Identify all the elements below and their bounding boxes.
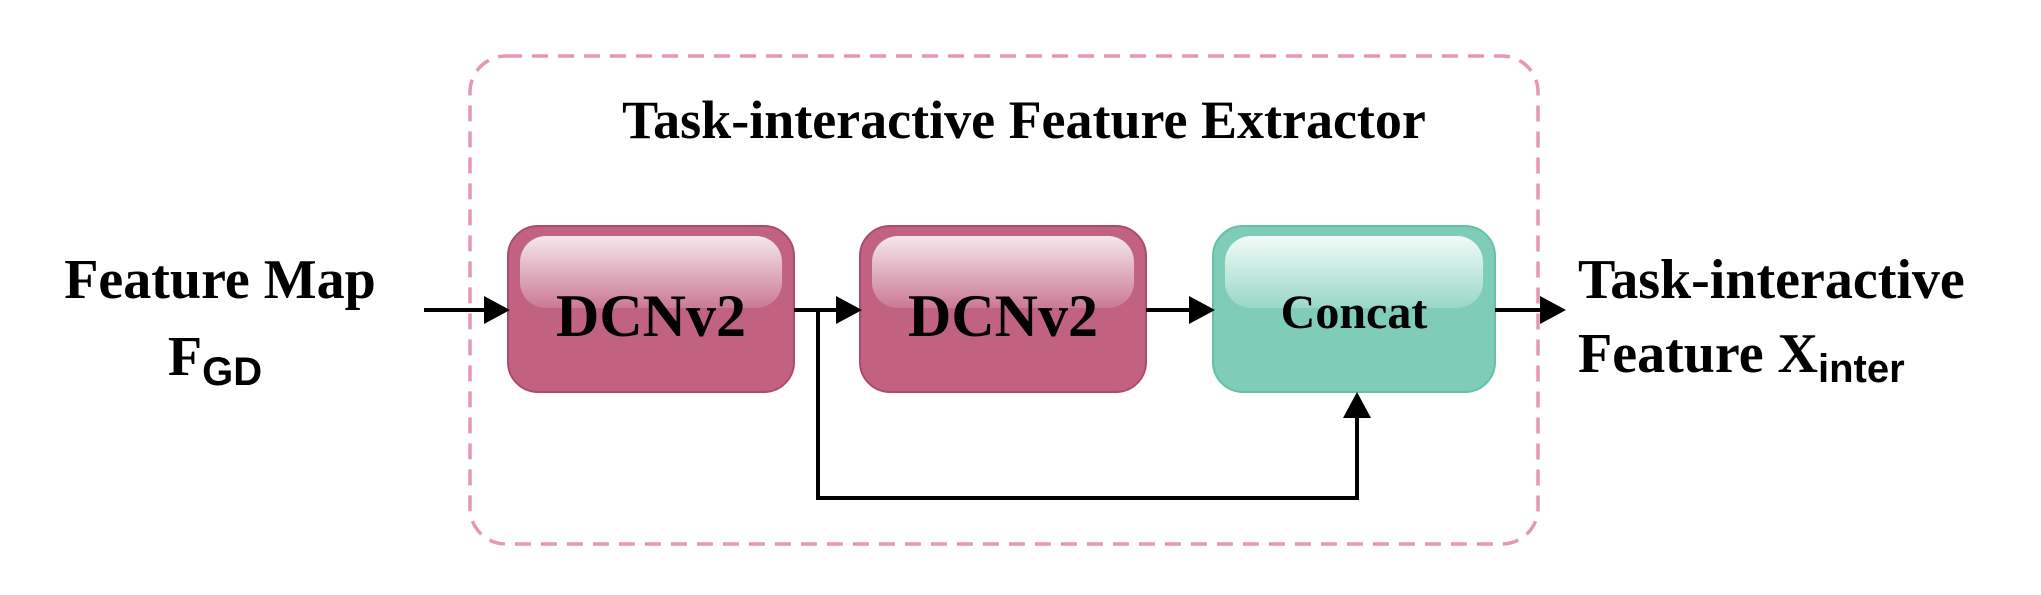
output-subscript: inter [1818, 347, 1905, 391]
dcnv2-block-1: DCNv2 [507, 225, 795, 393]
output-label: Task-interactive Feature Xinter [1578, 249, 1965, 391]
module-boundary [468, 54, 1540, 546]
dcnv2-block-2-label: DCNv2 [908, 283, 1098, 349]
module-title: Task-interactive Feature Extractor [622, 90, 1426, 150]
dcnv2-block-2-shine [872, 236, 1134, 308]
arrowhead-input [484, 296, 510, 324]
output-label-line2: Feature Xinter [1578, 323, 1905, 391]
output-label-line1: Task-interactive [1578, 249, 1965, 311]
input-subscript: GD [202, 350, 262, 394]
dcnv2-block-1-label: DCNv2 [556, 283, 746, 349]
dcnv2-block-2: DCNv2 [859, 225, 1147, 393]
concat-block-label: Concat [1281, 286, 1428, 339]
arrowhead-dcnv2-2 [836, 296, 862, 324]
input-label-line1: Feature Map [64, 249, 376, 311]
input-label-line2: FGD [168, 326, 262, 394]
arrowhead-concat [1189, 296, 1215, 324]
arrowhead-skip [1343, 392, 1371, 418]
input-symbol: F [168, 326, 202, 388]
skip-connection [816, 310, 1359, 500]
dcnv2-block-1-shine [520, 236, 782, 308]
concat-block-shine [1225, 236, 1483, 308]
connectors [424, 296, 1566, 500]
arrowhead-output [1540, 296, 1566, 324]
concat-block: Concat [1212, 225, 1496, 393]
input-label: Feature Map FGD [64, 249, 376, 394]
output-prefix: Feature X [1578, 323, 1818, 385]
